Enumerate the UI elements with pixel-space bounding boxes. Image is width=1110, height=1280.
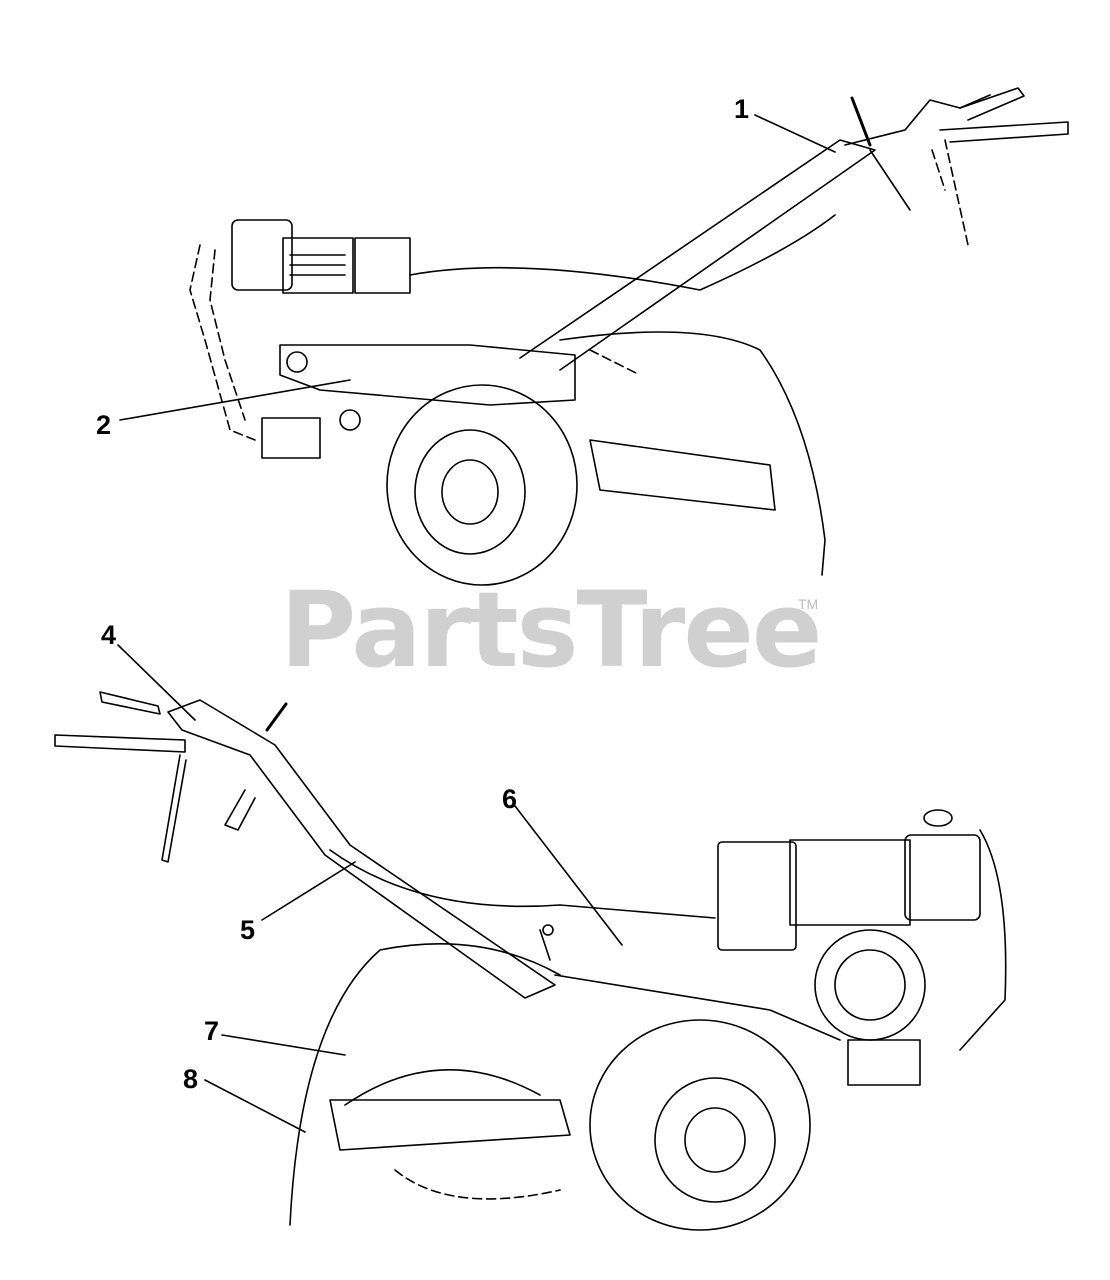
bottom-rear-guard [959, 829, 1007, 1051]
top-control-lever [850, 96, 872, 147]
callout-label-4: 4 [101, 620, 117, 650]
top-tine-hood [559, 331, 826, 576]
top-front-guard [189, 244, 256, 441]
bottom-cable [329, 849, 716, 919]
leader-line-2 [119, 379, 351, 421]
leader-line-7 [221, 1034, 346, 1056]
bottom-handle-grip-2 [54, 734, 186, 753]
leader-line-4 [117, 644, 196, 721]
bottom-tine-hood [289, 943, 561, 1226]
callout-label-2: 2 [96, 410, 112, 440]
bottom-hood-flap [329, 1099, 571, 1151]
top-wheel-tire [386, 384, 578, 586]
top-tiller-illustration [189, 87, 1069, 586]
trademark-symbol: TM [798, 596, 819, 612]
bottom-handle-bar [167, 699, 556, 999]
leader-line-6 [514, 805, 623, 946]
top-handle-bar [519, 139, 876, 371]
bottom-engine-tank [904, 834, 981, 921]
bottom-footpad [847, 1039, 921, 1086]
top-belt-cover [279, 344, 576, 406]
bottom-engine-pulley [814, 929, 926, 1041]
top-wheel-rim [414, 429, 526, 555]
leader-line-1 [754, 114, 836, 153]
bottom-control-lever [265, 702, 288, 732]
leader-line-5 [261, 861, 356, 921]
parts-tree-watermark: PartsTree [280, 569, 822, 691]
leader-line-8 [204, 1079, 306, 1133]
callout-label-7: 7 [204, 1016, 220, 1046]
top-cable [409, 214, 836, 291]
bottom-engine-box [717, 841, 797, 951]
leader-lines [117, 114, 836, 1133]
bottom-tiller-illustration [54, 691, 1007, 1231]
callout-label-8: 8 [183, 1064, 199, 1094]
top-hood-flap [589, 439, 776, 511]
callout-label-5: 5 [240, 915, 256, 945]
top-handle-grip-2 [939, 121, 1069, 143]
bottom-handle-grip-1 [99, 691, 161, 715]
bottom-wheel-rim [654, 1077, 776, 1203]
bottom-wheel-tire [589, 1019, 811, 1231]
top-handle-grip-1 [959, 87, 1025, 121]
top-footpad [261, 417, 321, 459]
callout-label-6: 6 [502, 784, 518, 814]
bottom-engine-block [789, 839, 911, 926]
top-engine-block [282, 237, 354, 294]
callout-label-1: 1 [734, 94, 750, 124]
top-engine-housing [354, 237, 411, 294]
